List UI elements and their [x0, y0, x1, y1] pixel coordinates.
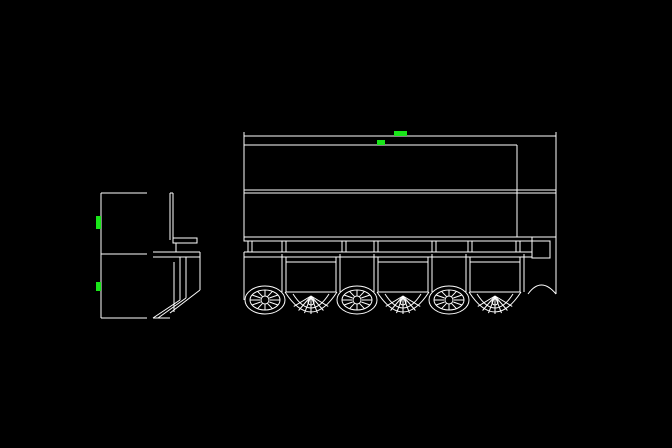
- side-base-slope-1: [152, 299, 181, 319]
- side-elevation: [96, 192, 201, 319]
- rosette-petal-1-5: [257, 303, 263, 310]
- side-return-block: [531, 240, 551, 259]
- rosette-petal-2-8: [343, 294, 353, 299]
- dimension-marker-upper: [96, 216, 101, 229]
- rosette-petal-3-9: [441, 290, 447, 297]
- side-base-slope-2: [157, 297, 187, 319]
- rosette-petal-2-11: [359, 290, 365, 297]
- rosette-petal-3-2: [453, 301, 463, 306]
- counter-back-panel: [243, 192, 557, 238]
- shell-rib-2-7: [402, 295, 421, 307]
- shell-rib-1-7: [310, 295, 329, 307]
- niche-frame-3: [428, 256, 471, 290]
- shell-rib-1-2: [298, 295, 312, 311]
- shell-boss-3: [491, 298, 499, 306]
- shell-rib-1-6: [310, 295, 324, 311]
- shell-boss-1: [307, 298, 315, 306]
- rosette-petal-3-8: [435, 294, 445, 299]
- shell-rib-3-1: [477, 295, 496, 307]
- shell-rib-2-2: [390, 295, 404, 311]
- shell-rib-2-1: [385, 295, 404, 307]
- rosette-petal-1-9: [257, 290, 263, 297]
- right-arch: [527, 284, 557, 295]
- rosette-petal-3-3: [451, 303, 457, 310]
- dimension-marker-lower: [96, 282, 101, 291]
- rosette-petal-3-5: [441, 303, 447, 310]
- rosette-petal-1-12: [269, 294, 279, 299]
- rosette-petal-3-6: [435, 301, 445, 306]
- rosette-outer-3: [428, 285, 470, 315]
- rosette-center-1: [260, 295, 270, 305]
- niche-frame-2: [336, 256, 379, 290]
- shell-rib-3-6: [494, 295, 508, 311]
- rosette-petal-2-6: [343, 301, 353, 306]
- rosette-petal-3-11: [451, 290, 457, 297]
- rosette-petal-1-11: [267, 290, 273, 297]
- counter-top: [243, 236, 533, 242]
- rosette-petal-2-2: [361, 301, 371, 306]
- dimension-marker-overall: [394, 131, 407, 136]
- rosette-outer-2: [336, 285, 378, 315]
- side-front-slope: [169, 289, 201, 314]
- rosette-petal-1-6: [251, 301, 261, 306]
- dimension-marker-inner: [377, 140, 385, 145]
- carved-rosettes: [244, 285, 470, 315]
- rosette-petal-1-2: [269, 301, 279, 306]
- counter-brackets: [247, 241, 521, 252]
- shell-boss-2: [399, 298, 407, 306]
- rosette-petal-1-3: [267, 303, 273, 310]
- shell-rib-1-1: [293, 295, 312, 307]
- rosette-outer-1: [244, 285, 286, 315]
- front-elevation: [243, 131, 557, 315]
- rosette-petal-2-3: [359, 303, 365, 310]
- shell-rib-3-2: [482, 295, 496, 311]
- rosette-petal-2-9: [349, 290, 355, 297]
- rosette-petal-1-8: [251, 294, 261, 299]
- rosette-petal-3-12: [453, 294, 463, 299]
- side-counter-top: [172, 237, 198, 244]
- rosette-center-2: [352, 295, 362, 305]
- rosette-center-3: [444, 295, 454, 305]
- shell-rib-2-6: [402, 295, 416, 311]
- shell-rib-3-7: [494, 295, 513, 307]
- niche-frame-1: [244, 256, 287, 290]
- rosette-petal-2-5: [349, 303, 355, 310]
- carved-shell-aprons: [284, 291, 522, 314]
- pedestal-panels: [244, 254, 525, 293]
- rosette-petal-2-12: [361, 294, 371, 299]
